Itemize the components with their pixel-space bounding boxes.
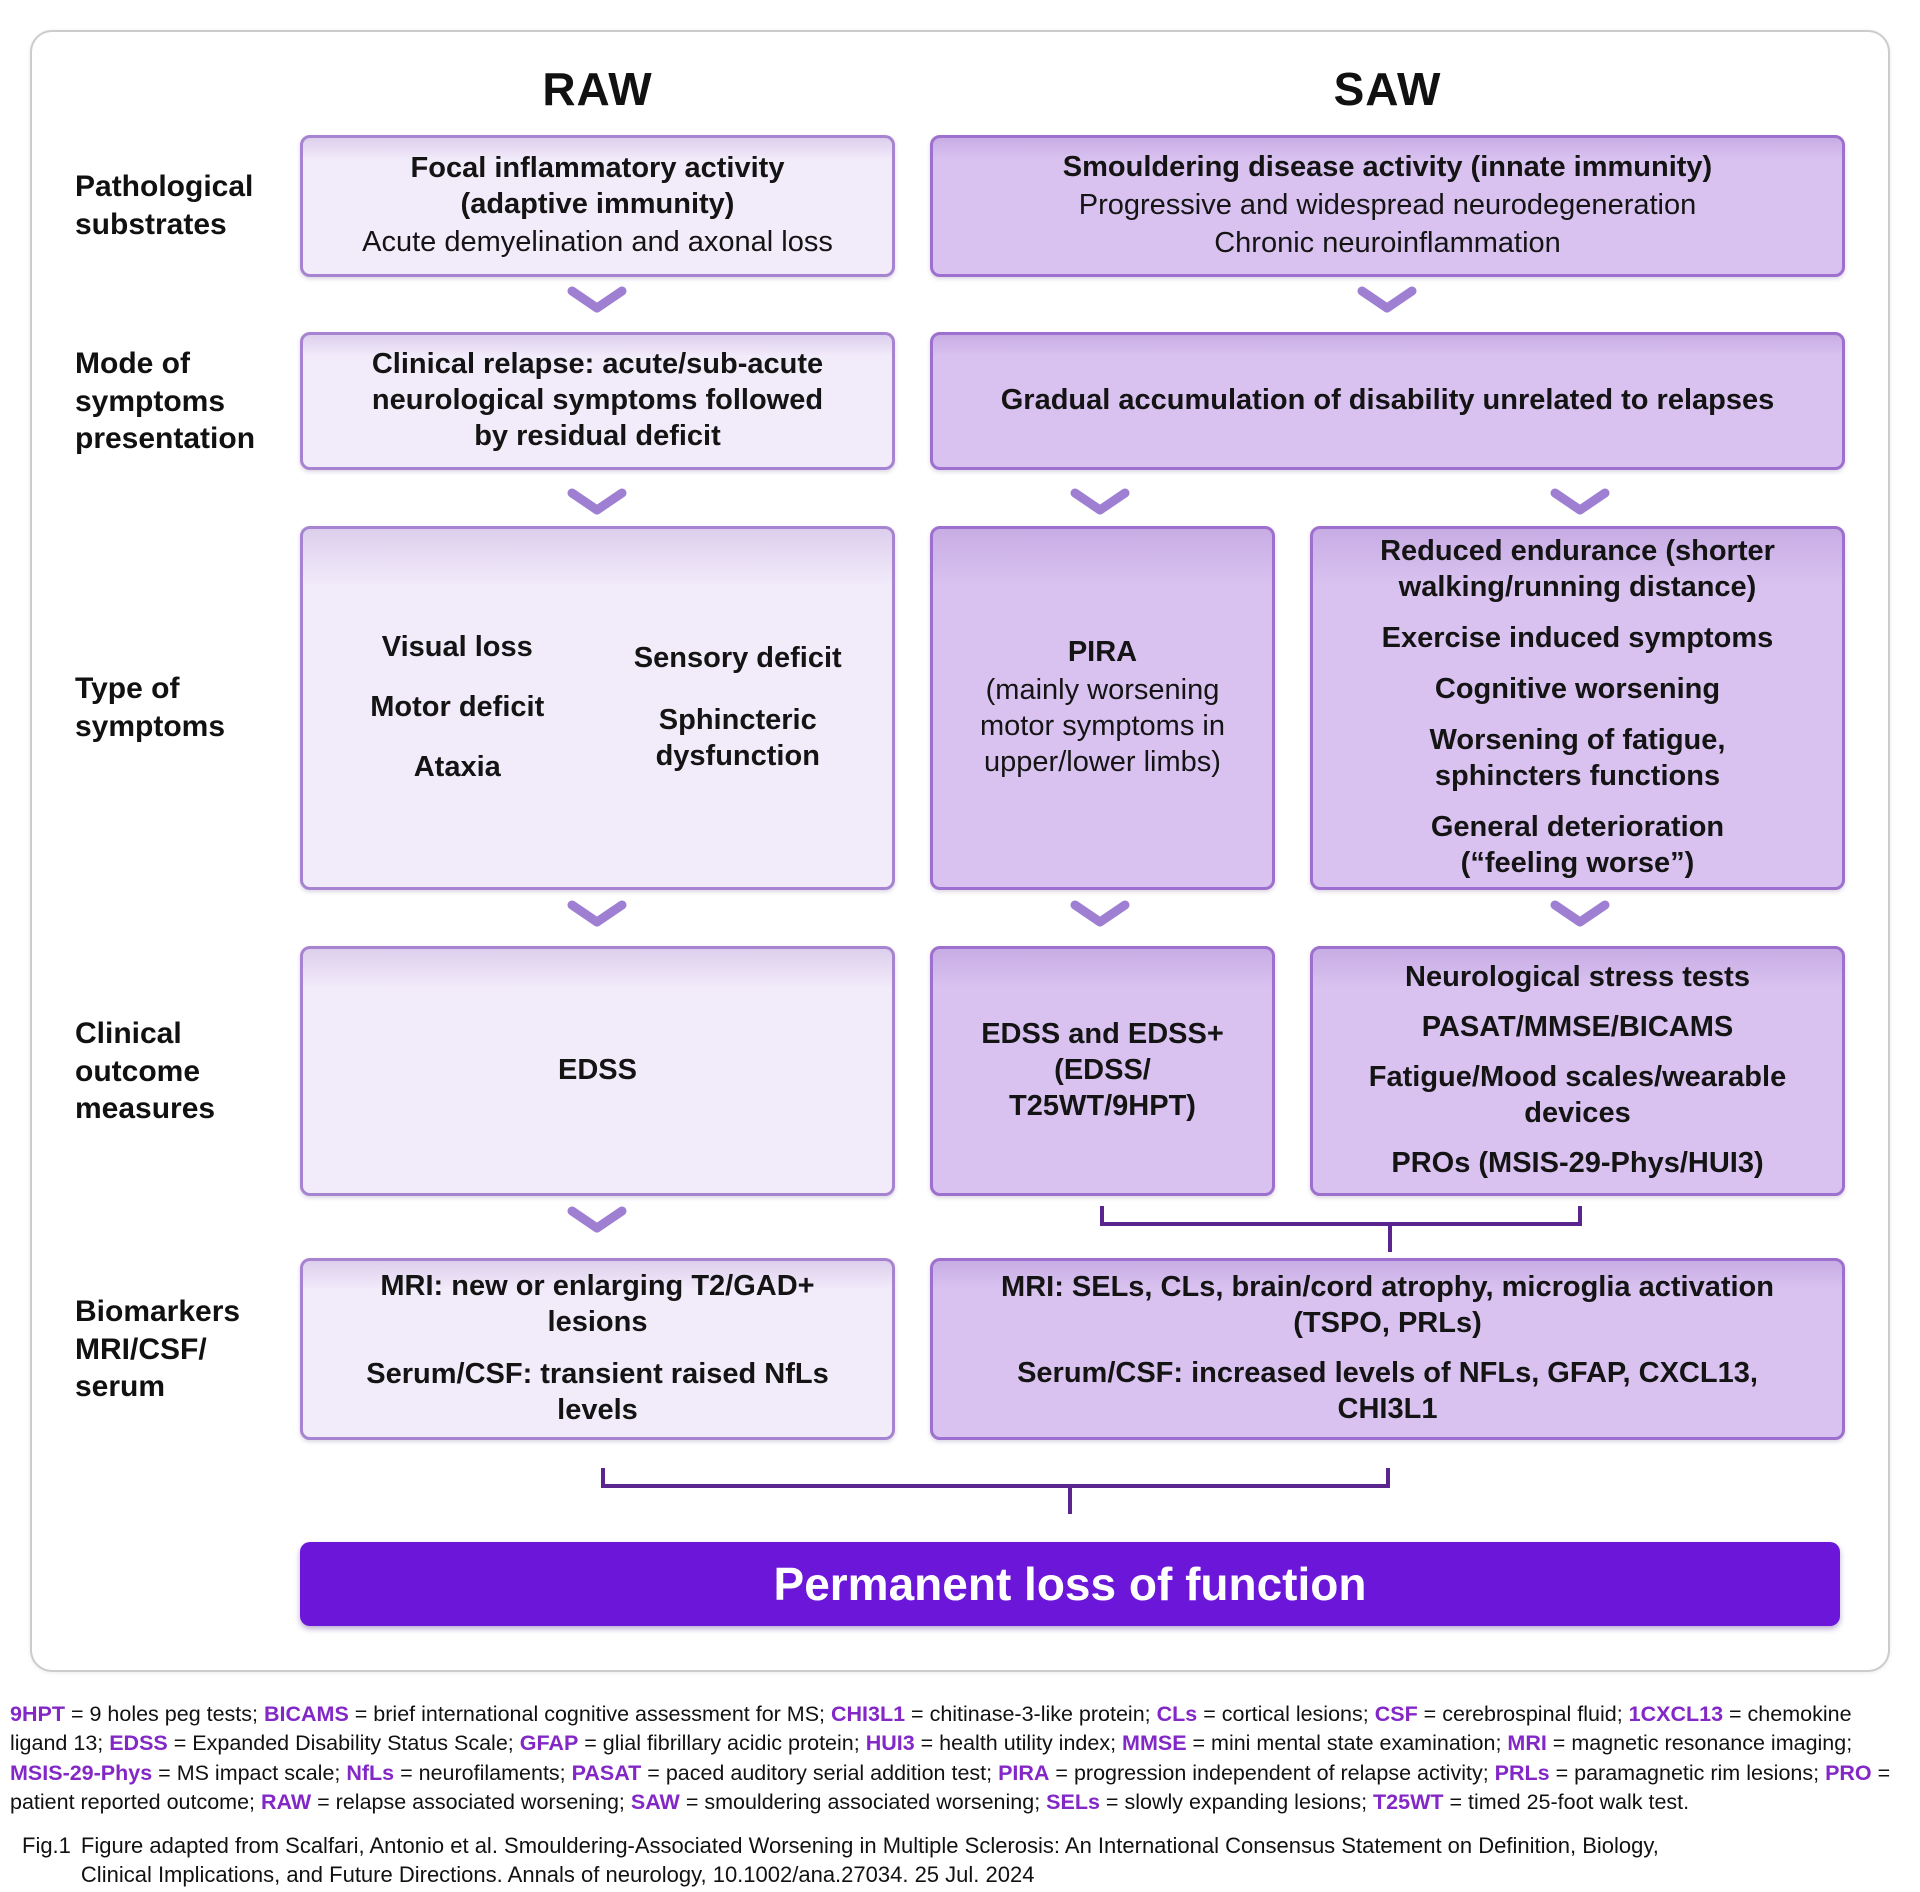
chevron-down-icon: [567, 488, 627, 521]
abbreviation-item: HUI3 = health utility index;: [865, 1731, 1123, 1756]
chevron-down-icon: [1550, 900, 1610, 933]
permanent-loss-label: Permanent loss of function: [773, 1558, 1367, 1610]
abbreviation-item: SELs = slowly expanding lesions;: [1046, 1790, 1374, 1815]
bracket-tick: [1388, 1226, 1392, 1252]
saw-type-of-symptoms-box: Reduced endurance (shorter walking/runni…: [1310, 526, 1845, 890]
box-line: MRI: new or enlarging T2/GAD+ lesions: [380, 1270, 815, 1339]
chevron-down-icon: [1357, 286, 1417, 319]
saw-pira-box: PIRA (mainly worsening motor symptoms in …: [930, 526, 1275, 890]
citation-text: Figure adapted from Scalfari, Antonio et…: [80, 1833, 1659, 1887]
box-line: Serum/CSF: transient raised NfLs levels: [366, 1358, 829, 1426]
raw-mode-of-symptoms-box: Clinical relapse: acute/sub-acute neurol…: [300, 332, 895, 470]
chevron-down-icon: [1550, 488, 1610, 521]
abbreviation-item: EDSS = Expanded Disability Status Scale;: [109, 1731, 520, 1756]
bracket-line: [601, 1484, 1390, 1488]
box-line: Ataxia: [413, 750, 501, 783]
chevron-down-icon: [1070, 488, 1130, 521]
bracket-tick: [1386, 1468, 1390, 1486]
abbreviation-item: 1CXCL13 = chemokine ligand 13;: [10, 1702, 1852, 1756]
box-line: Sphincteric dysfunction: [655, 704, 820, 772]
box-line: (mainly worsening motor symptoms in uppe…: [980, 674, 1225, 778]
box-line: Cognitive worsening: [1434, 673, 1721, 706]
row-label-clinical-outcome-measures: Clinical outcome measures: [75, 1017, 216, 1125]
abbreviation-item: CLs = cortical lesions;: [1156, 1702, 1375, 1726]
box-line: Motor deficit: [370, 691, 545, 724]
abbreviation-item: PASAT = paced auditory serial addition t…: [571, 1760, 999, 1785]
abbreviation-item: 9HPT = 9 holes peg tests;: [10, 1702, 264, 1726]
abbreviation-item: NfLs = neurofilaments;: [346, 1760, 572, 1785]
box-line: PASAT/MMSE/BICAMS: [1421, 1011, 1734, 1044]
figure-citation: Fig.1 Figure adapted from Scalfari, Anto…: [22, 1832, 1731, 1889]
abbreviation-item: CSF = cerebrospinal fluid;: [1374, 1702, 1629, 1726]
box-line: Gradual accumulation of disability unrel…: [1000, 384, 1775, 417]
row-label-biomarkers: Biomarkers MRI/CSF/ serum: [75, 1295, 241, 1403]
bracket-tick: [1100, 1206, 1104, 1224]
box-line: EDSS and EDSS+ (EDSS/ T25WT/9HPT): [981, 1018, 1224, 1122]
abbreviation-item: PRO = patient reported outcome;: [10, 1760, 1891, 1815]
abbreviation-item: GFAP = glial fibrillary acidic protein;: [519, 1731, 866, 1756]
abbreviations-legend: 9HPT = 9 holes peg tests; BICAMS = brief…: [10, 1700, 1912, 1818]
bracket-tick: [1068, 1488, 1072, 1514]
abbreviation-item: MRI = magnetic resonance imaging;: [1507, 1731, 1853, 1756]
box-line: Fatigue/Mood scales/wearable devices: [1368, 1061, 1787, 1129]
row-label-mode-of-symptoms: Mode of symptoms presentation: [75, 347, 256, 455]
abbreviation-item: T25WT = timed 25-foot walk test.: [1373, 1790, 1690, 1815]
abbreviation-item: MSIS-29-Phys = MS impact scale;: [10, 1760, 347, 1785]
column-header-saw: SAW: [1333, 63, 1442, 115]
box-line: Serum/CSF: increased levels of NFLs, GFA…: [1017, 1357, 1758, 1425]
figure-number: Fig.1: [22, 1833, 71, 1858]
chevron-down-icon: [567, 286, 627, 319]
row-label-pathological-substrates: Pathological substrates: [75, 170, 254, 241]
box-line: Worsening of fatigue, sphincters functio…: [1429, 724, 1726, 792]
box-line: Focal inflammatory activity (adaptive im…: [410, 152, 785, 221]
box-line: Chronic neuroinflammation: [1214, 226, 1561, 259]
abbreviation-item: PIRA = progression independent of relaps…: [998, 1760, 1495, 1785]
box-line: PROs (MSIS-29-Phys/HUI3): [1391, 1146, 1764, 1179]
abbreviation-item: BICAMS = brief international cognitive a…: [263, 1702, 831, 1726]
box-line: MRI: SELs, CLs, brain/cord atrophy, micr…: [1001, 1271, 1774, 1340]
row-label-type-of-symptoms: Type of symptoms: [75, 672, 226, 743]
permanent-loss-of-function-bar: Permanent loss of function: [300, 1542, 1840, 1626]
abbreviation-item: SAW = smouldering associated worsening;: [630, 1790, 1047, 1815]
bracket-tick: [1578, 1206, 1582, 1224]
box-line: Progressive and widespread neurodegenera…: [1078, 189, 1697, 222]
box-line: PIRA: [1067, 636, 1138, 669]
raw-pathological-substrates-box: Focal inflammatory activity (adaptive im…: [300, 135, 895, 277]
column-header-raw: RAW: [542, 63, 653, 115]
abbreviation-item: CHI3L1 = chitinase-3-like protein;: [830, 1702, 1157, 1726]
box-line: General deterioration (“feeling worse”): [1430, 810, 1725, 879]
saw-pathological-substrates-box: Smouldering disease activity (innate imm…: [930, 135, 1845, 277]
box-line: EDSS: [558, 1054, 637, 1087]
box-line: Smouldering disease activity (innate imm…: [1062, 151, 1713, 184]
bracket-tick: [601, 1468, 605, 1486]
abbreviation-item: PRLs = paramagnetic rim lesions;: [1494, 1760, 1826, 1785]
saw-edss-plus-box: EDSS and EDSS+ (EDSS/ T25WT/9HPT): [930, 946, 1275, 1196]
box-line: Exercise induced symptoms: [1381, 622, 1774, 655]
box-line: Neurological stress tests: [1405, 961, 1750, 994]
box-line: Visual loss: [381, 631, 533, 664]
box-line: Clinical relapse: acute/sub-acute neurol…: [371, 348, 824, 452]
saw-biomarkers-box: MRI: SELs, CLs, brain/cord atrophy, micr…: [930, 1258, 1845, 1440]
box-line: Acute demyelination and axonal loss: [362, 225, 833, 258]
box-line: Reduced endurance (shorter walking/runni…: [1380, 535, 1775, 604]
abbreviation-item: MMSE = mini mental state examination;: [1122, 1731, 1508, 1756]
chevron-down-icon: [567, 900, 627, 933]
chevron-down-icon: [1070, 900, 1130, 933]
bracket-line: [1100, 1222, 1582, 1226]
box-line: Sensory deficit: [633, 642, 842, 675]
abbreviation-item: RAW = relapse associated worsening;: [261, 1790, 631, 1815]
saw-mode-of-symptoms-box: Gradual accumulation of disability unrel…: [930, 332, 1845, 470]
raw-clinical-outcomes-box: EDSS: [300, 946, 895, 1196]
chevron-down-icon: [567, 1206, 627, 1239]
